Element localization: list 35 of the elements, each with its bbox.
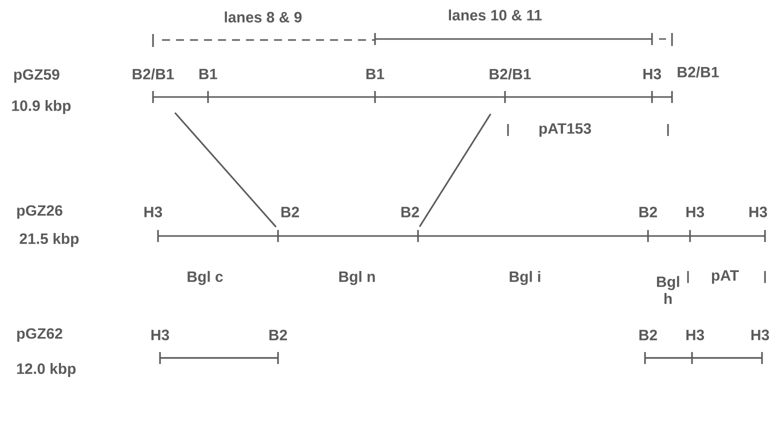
site-label: H3: [749, 206, 768, 218]
site-label: B2: [269, 330, 287, 340]
range-label: lanes 10 & 11: [448, 9, 542, 20]
fragment-label: Bgl n: [339, 270, 375, 286]
insert-label: pAT153: [539, 123, 591, 137]
site-label: B2: [281, 206, 299, 218]
fragment-label: Bgl h: [657, 276, 680, 304]
site-label: H3: [643, 68, 662, 80]
plasmid-name: pGZ26: [17, 205, 62, 219]
site-label: B2/B1: [678, 66, 719, 78]
site-tick: [504, 90, 506, 104]
site-label: B2: [401, 206, 419, 218]
site-label: B2/B1: [132, 68, 174, 80]
size-label: 21.5 kbp: [20, 233, 79, 247]
site-tick: [417, 229, 419, 243]
site-label: H3: [686, 206, 704, 218]
fragment-label: pAT: [712, 270, 739, 284]
site-label: B2/B1: [490, 68, 531, 80]
range-label: lanes 8 & 9: [224, 11, 302, 22]
fragment-label: Bgl i: [510, 270, 540, 286]
size-label: 12.0 kbp: [17, 363, 76, 377]
site-tick: [152, 90, 154, 104]
site-label: B1: [366, 68, 384, 80]
site-label: H3: [144, 206, 162, 218]
site-label: H3: [751, 330, 770, 340]
size-label: 10.9 kbp: [12, 100, 71, 114]
site-tick: [277, 229, 279, 243]
fragment-label: Bgl c: [188, 270, 223, 286]
site-label: B1: [199, 68, 218, 80]
plasmid-name: pGZ62: [17, 328, 62, 342]
plasmid-name: pGZ59: [14, 69, 60, 83]
site-label: H3: [686, 330, 704, 340]
site-label: H3: [151, 330, 170, 340]
site-label: B2: [639, 330, 657, 340]
site-label: B2: [639, 206, 657, 218]
